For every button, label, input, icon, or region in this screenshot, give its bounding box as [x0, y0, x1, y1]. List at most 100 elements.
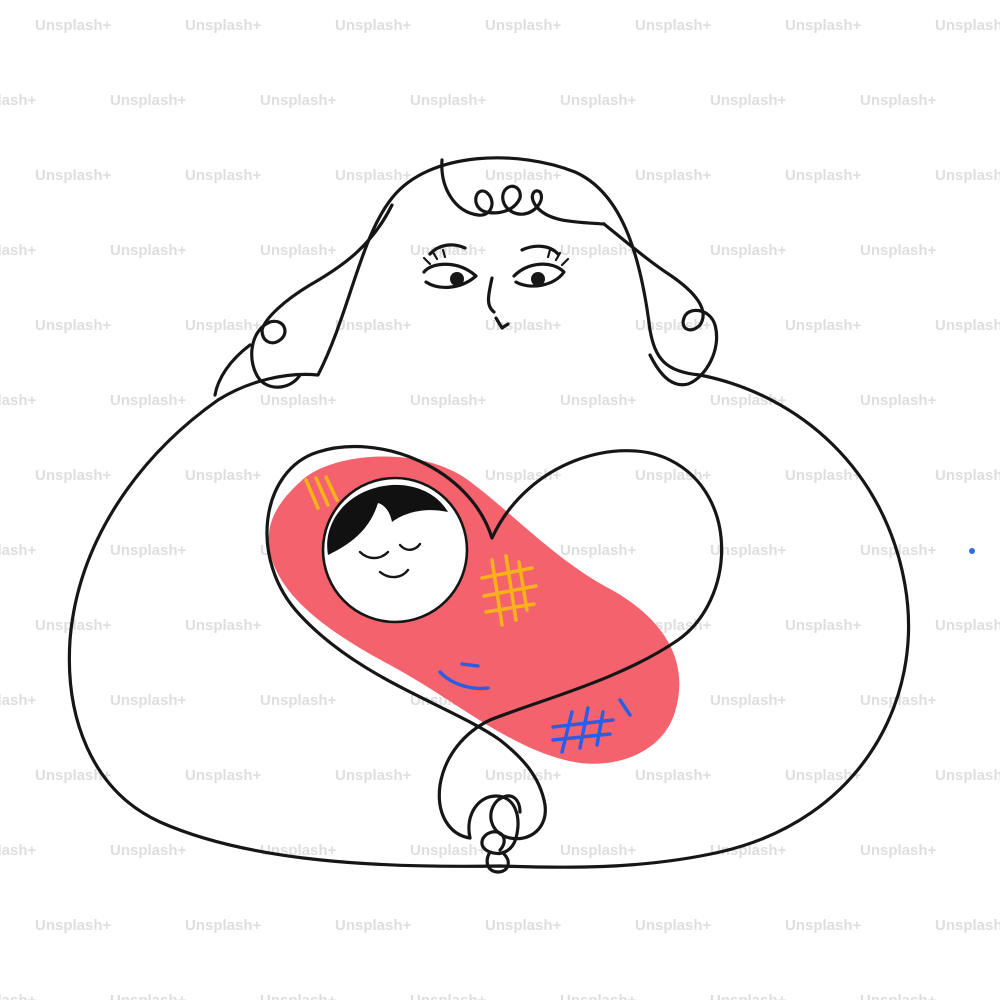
confetti-stroke-5: [347, 132, 354, 166]
baby-eye-left: [358, 550, 390, 560]
watermark-text: Unsplash+: [335, 317, 412, 334]
mother-eyebrow-right: [520, 244, 560, 256]
watermark-text: Unsplash+: [935, 917, 1000, 934]
watermark-text: Unsplash+: [860, 242, 937, 259]
watermark-text: Unsplash+: [635, 767, 712, 784]
watermark-text: Unsplash+: [485, 767, 562, 784]
watermark-text: Unsplash+: [35, 17, 112, 34]
watermark-text: Unsplash+: [185, 317, 262, 334]
watermark-text: Unsplash+: [560, 392, 637, 409]
baby-hair: [327, 484, 448, 555]
watermark-text: Unsplash+: [185, 167, 262, 184]
watermark-text: Unsplash+: [710, 992, 787, 1000]
watermark-text: Unsplash+: [35, 917, 112, 934]
watermark-text: Unsplash+: [0, 92, 37, 109]
watermark-text: Unsplash+: [560, 992, 637, 1000]
mother-hair-left: [250, 203, 394, 389]
watermark-text: Unsplash+: [860, 842, 937, 859]
yellow-hatch-top: [304, 475, 339, 510]
watermark-text: Unsplash+: [35, 167, 112, 184]
watermark-text: Unsplash+: [635, 467, 712, 484]
watermark-text: Unsplash+: [860, 992, 937, 1000]
watermark-text: Unsplash+: [260, 92, 337, 109]
watermark-text: Unsplash+: [935, 317, 1000, 334]
mother-figure: [67, 156, 911, 874]
watermark-text: Unsplash+: [185, 467, 262, 484]
watermark-text: Unsplash+: [560, 92, 637, 109]
watermark-text: Unsplash+: [35, 317, 112, 334]
watermark-text: Unsplash+: [110, 842, 187, 859]
watermark-text: Unsplash+: [0, 842, 37, 859]
swaddled-baby: [268, 456, 680, 764]
watermark-text: Unsplash+: [710, 92, 787, 109]
watermark-text: Unsplash+: [785, 317, 862, 334]
mother-eye-right: [512, 262, 566, 288]
watermark-text: Unsplash+: [35, 767, 112, 784]
watermark-text: Unsplash+: [785, 767, 862, 784]
confetti-dot: [969, 548, 975, 554]
watermark-text: Unsplash+: [560, 842, 637, 859]
mother-pupil-left: [450, 272, 464, 286]
mother-body-outline: [67, 156, 911, 869]
mother-mouth: [494, 316, 510, 330]
watermark-text: Unsplash+: [0, 542, 37, 559]
watermark-text: Unsplash+: [860, 392, 937, 409]
watermark-text: Unsplash+: [710, 242, 787, 259]
baby-smile: [378, 568, 410, 579]
mother-hair-right: [602, 222, 719, 387]
watermark-text: Unsplash+: [785, 917, 862, 934]
mother-hair-left-inner: [213, 343, 252, 397]
watermark-text: Unsplash+: [185, 617, 262, 634]
mother-lashes-right: [546, 248, 570, 267]
watermark-text: Unsplash+: [0, 692, 37, 709]
confetti-ribbons: [25, 132, 975, 554]
watermark-text: Unsplash+: [35, 617, 112, 634]
watermark-text: Unsplash+: [935, 167, 1000, 184]
watermark-text: Unsplash+: [335, 767, 412, 784]
watermark-text: Unsplash+: [560, 242, 637, 259]
watermark-text: Unsplash+: [335, 167, 412, 184]
baby-eye-right: [398, 542, 422, 551]
watermark-text: Unsplash+: [635, 167, 712, 184]
watermark-text: Unsplash+: [485, 167, 562, 184]
watermark-text: Unsplash+: [410, 92, 487, 109]
watermark-text: Unsplash+: [935, 767, 1000, 784]
watermark-text: Unsplash+: [335, 917, 412, 934]
watermark-text: Unsplash+: [110, 392, 187, 409]
watermark-text: Unsplash+: [110, 992, 187, 1000]
watermark-text: Unsplash+: [710, 692, 787, 709]
watermark-text: Unsplash+: [0, 392, 37, 409]
mother-pupil-right: [531, 272, 545, 286]
watermark-text: Unsplash+: [710, 542, 787, 559]
watermark-text: Unsplash+: [0, 992, 37, 1000]
mother-hair-top: [440, 158, 606, 226]
watermark-text: Unsplash+: [485, 317, 562, 334]
watermark-text: Unsplash+: [410, 842, 487, 859]
watermark-text: Unsplash+: [635, 917, 712, 934]
watermark-text: Unsplash+: [110, 542, 187, 559]
mother-lashes-left: [422, 248, 447, 266]
confetti-stroke-2: [25, 502, 33, 528]
watermark-text: Unsplash+: [0, 242, 37, 259]
watermark-text: Unsplash+: [185, 917, 262, 934]
mother-hands: [467, 794, 520, 874]
watermark-text: Unsplash+: [260, 242, 337, 259]
watermark-text: Unsplash+: [110, 92, 187, 109]
watermark-text: Unsplash+: [335, 17, 412, 34]
blue-hatch-grid: [551, 698, 632, 754]
yellow-hatch-grid: [480, 554, 538, 627]
watermark-text: Unsplash+: [485, 17, 562, 34]
watermark-text: Unsplash+: [860, 92, 937, 109]
watermark-text: Unsplash+: [935, 17, 1000, 34]
watermark-text: Unsplash+: [785, 167, 862, 184]
watermark-text: Unsplash+: [785, 17, 862, 34]
watermark-text: Unsplash+: [110, 692, 187, 709]
mother-arms-heart: [265, 444, 724, 841]
mother-nose: [486, 276, 496, 314]
watermark-text: Unsplash+: [860, 692, 937, 709]
watermark-text: Unsplash+: [260, 692, 337, 709]
watermark-text: Unsplash+: [560, 542, 637, 559]
watermark-text: Unsplash+: [185, 17, 262, 34]
watermark-text: Unsplash+: [785, 617, 862, 634]
